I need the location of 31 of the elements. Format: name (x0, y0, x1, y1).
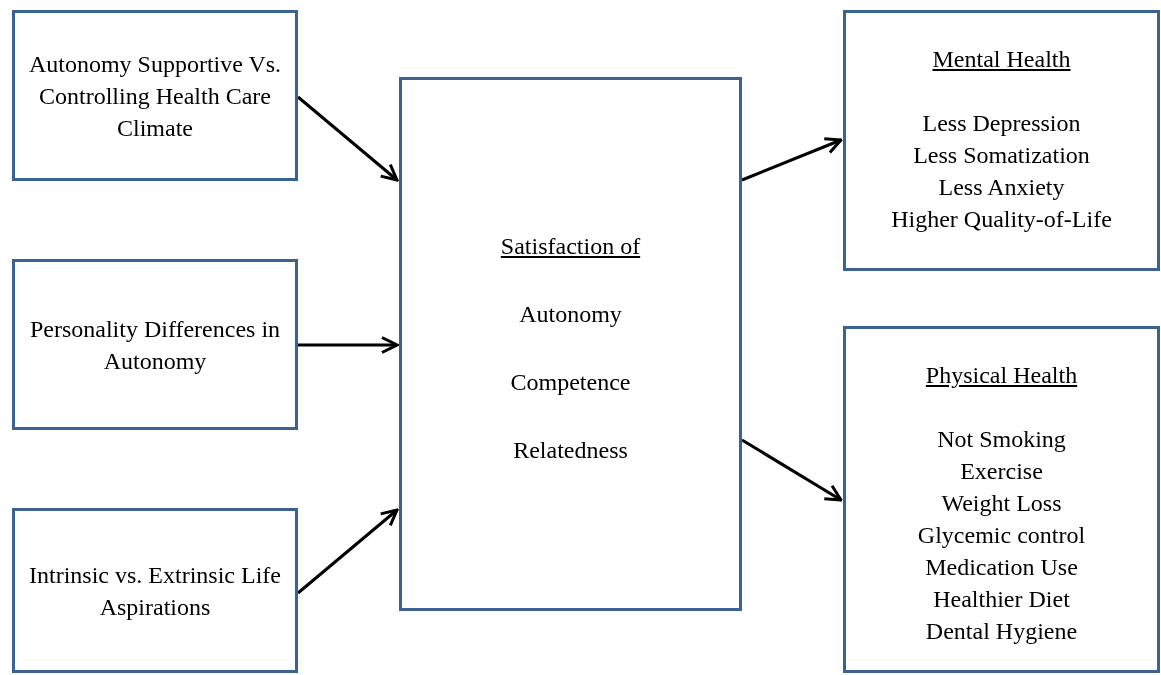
box-text: Glycemic control (917, 521, 1086, 550)
box-text: Not Smoking (937, 425, 1066, 454)
factor-box (12, 508, 298, 673)
box-text: Exercise (960, 457, 1043, 486)
arrow (741, 137, 843, 182)
arrow (298, 336, 399, 354)
box-text: Autonomy (519, 300, 622, 329)
box-text: Less Depression (922, 109, 1081, 138)
box-heading: Physical Health (925, 361, 1078, 390)
box-text: Less Somatization (913, 141, 1090, 170)
box-text: Less Anxiety (938, 173, 1065, 202)
box-heading: Mental Health (932, 45, 1071, 74)
box-text: Higher Quality-of-Life (891, 205, 1112, 234)
factor-box (12, 10, 298, 181)
arrow (741, 438, 843, 502)
box-text: Healthier Diet (933, 585, 1070, 614)
factor-box (12, 259, 298, 430)
box-text: Personality Differences in Autonomy (28, 314, 282, 376)
needs-box (399, 77, 742, 611)
outcome-box (843, 10, 1160, 271)
box-text: Intrinsic vs. Extrinsic Life Aspirations (28, 560, 282, 622)
box-text: Relatedness (513, 436, 628, 465)
arrow (297, 95, 399, 182)
box-text: Dental Hygiene (925, 617, 1078, 646)
box-text: Weight Loss (941, 489, 1062, 518)
box-heading: Satisfaction of (500, 232, 641, 261)
arrow (297, 508, 399, 595)
box-text: Competence (510, 368, 631, 397)
box-text: Autonomy Supportive Vs. Controlling Health Care Climate (27, 49, 283, 143)
box-text: Medication Use (925, 553, 1078, 582)
outcome-box (843, 326, 1160, 673)
